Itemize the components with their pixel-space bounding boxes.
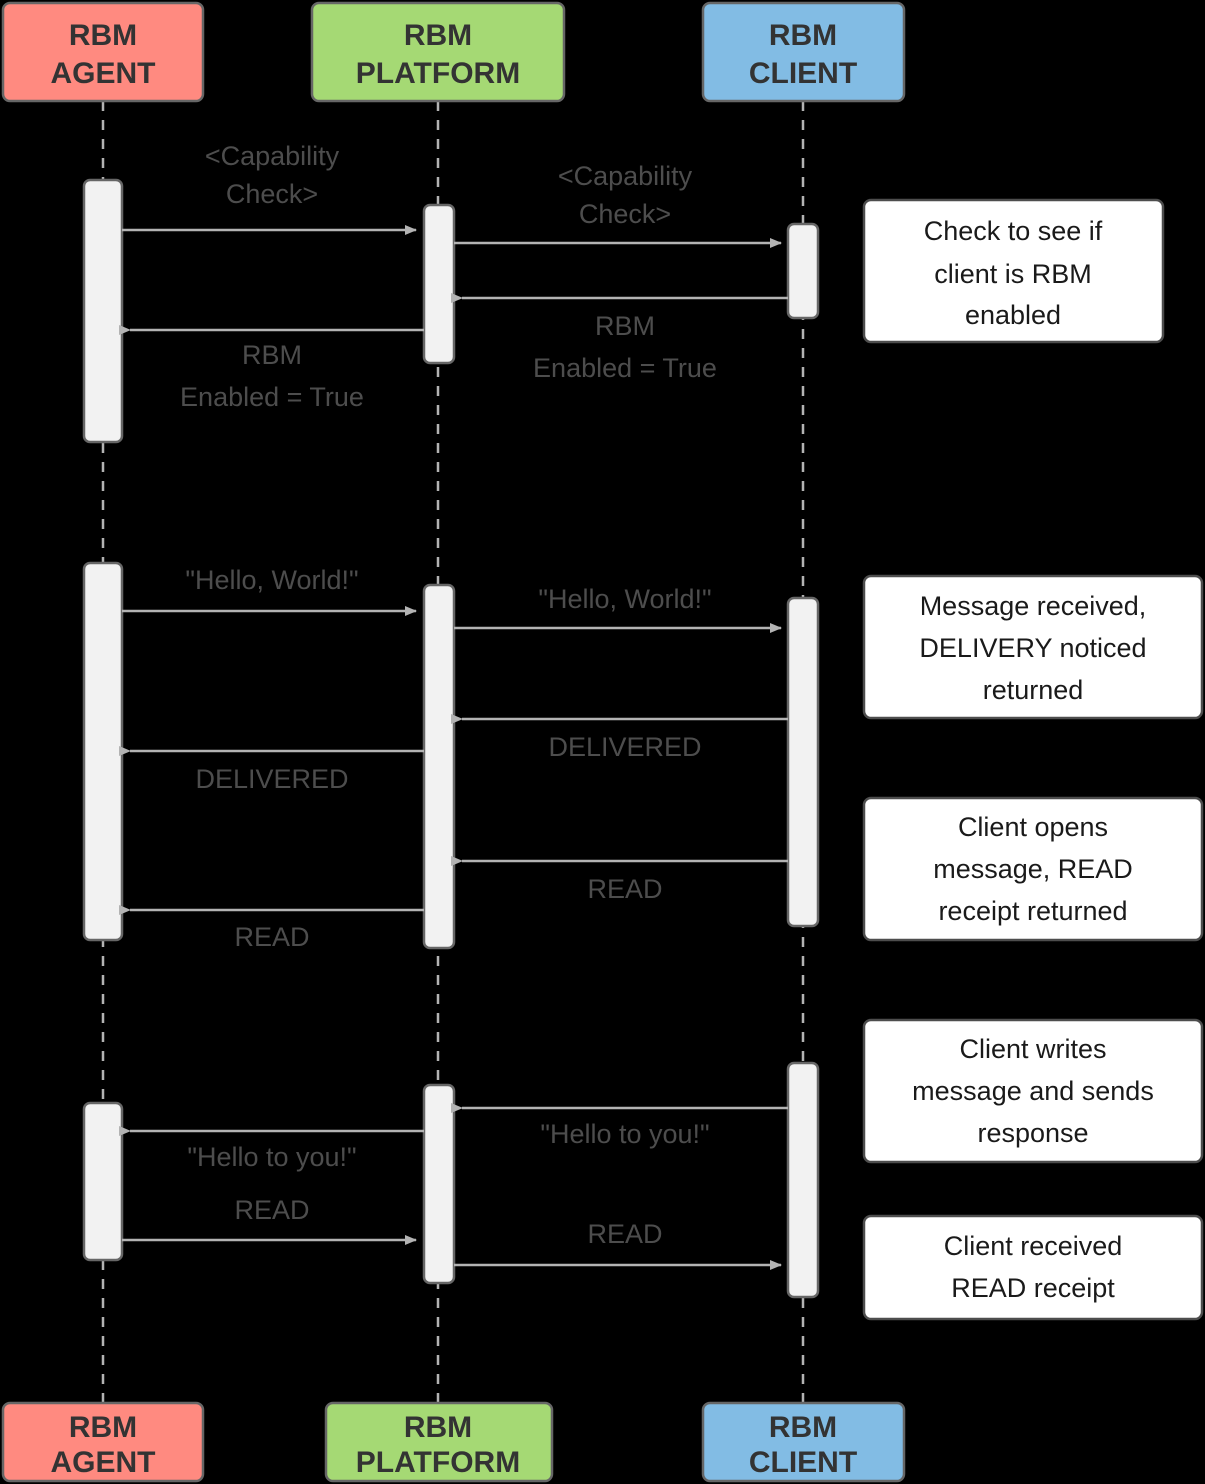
note-n2-line3: returned (983, 675, 1084, 705)
note-n4-line1: Client writes (959, 1034, 1106, 1064)
message-m8[interactable]: DELIVERED (119, 746, 424, 794)
note-n1-box[interactable] (862, 198, 1165, 344)
message-m11-label: "Hello to you!" (540, 1119, 709, 1149)
lane-header-platform[interactable]: RBM PLATFORM (310, 1, 566, 103)
note-n3-line1: Client opens (958, 812, 1108, 842)
message-m1[interactable]: <Capability Check> (122, 141, 417, 235)
message-m5-label: "Hello, World!" (185, 565, 358, 595)
lane-header-platform-box[interactable] (310, 1, 566, 103)
message-m12-label: "Hello to you!" (187, 1142, 356, 1172)
activation-bar-client-2 (786, 596, 820, 928)
lane-footer-platform-line2: PLATFORM (356, 1446, 520, 1479)
note-n1-line3: enabled (965, 300, 1061, 330)
note-n1-line2: client is RBM (934, 259, 1092, 289)
note-n4-box[interactable] (862, 1018, 1204, 1164)
message-m4-label-line1: RBM (242, 340, 302, 370)
message-m5[interactable]: "Hello, World!" (122, 565, 417, 616)
lane-header-client-line2: CLIENT (749, 57, 857, 90)
message-m11[interactable]: "Hello to you!" (451, 1103, 788, 1149)
note-n1[interactable]: Check to see if client is RBM enabled (862, 198, 1165, 344)
note-n5-line2: READ receipt (951, 1273, 1115, 1303)
lane-header-platform-line2: PLATFORM (356, 57, 520, 90)
activation-bar-agent-3 (82, 1101, 124, 1262)
activation-bar-platform-1 (422, 203, 456, 365)
note-n4-line3: response (977, 1118, 1088, 1148)
note-n2-line1: Message received, (920, 591, 1147, 621)
message-m7-label: DELIVERED (548, 732, 701, 762)
message-m2[interactable]: <Capability Check> (454, 161, 782, 248)
activation-bars-group (82, 178, 820, 1299)
note-n3-line2: message, READ (933, 854, 1133, 884)
message-m14-label: READ (587, 1219, 662, 1249)
message-m6-label: "Hello, World!" (538, 584, 711, 614)
note-n4[interactable]: Client writes message and sends response (862, 1018, 1204, 1164)
lane-footer-client[interactable]: RBM CLIENT (701, 1401, 906, 1483)
lane-header-agent-line2: AGENT (51, 57, 156, 90)
note-n3[interactable]: Client opens message, READ receipt retur… (862, 796, 1204, 942)
message-m4[interactable]: RBM Enabled = True (119, 325, 424, 412)
message-m3[interactable]: RBM Enabled = True (451, 293, 788, 383)
note-n4-line2: message and sends (912, 1076, 1154, 1106)
note-n5[interactable]: Client received READ receipt (862, 1214, 1204, 1321)
lane-header-client[interactable]: RBM CLIENT (701, 1, 906, 103)
message-m14[interactable]: READ (454, 1219, 782, 1270)
message-m13-label: READ (234, 1195, 309, 1225)
note-n3-line3: receipt returned (938, 896, 1127, 926)
message-m10-label: READ (234, 922, 309, 952)
lane-header-agent[interactable]: RBM AGENT (1, 1, 205, 103)
lane-footer-platform[interactable]: RBM PLATFORM (324, 1401, 554, 1483)
lane-footer-agent-box[interactable] (1, 1401, 205, 1483)
activation-bar-platform-3 (422, 1083, 456, 1285)
lane-header-client-box[interactable] (701, 1, 906, 103)
message-m1-label-line2: Check> (226, 179, 318, 209)
lane-header-client-line1: RBM (769, 19, 837, 52)
lane-footer-agent-line2: AGENT (51, 1446, 156, 1479)
lane-header-agent-box[interactable] (1, 1, 205, 103)
activation-bar-client-3 (786, 1061, 820, 1299)
note-n2-box[interactable] (862, 574, 1204, 720)
message-m10[interactable]: READ (119, 905, 424, 952)
message-m4-label-line2: Enabled = True (180, 382, 364, 412)
message-m2-label-line2: Check> (579, 199, 671, 229)
message-m8-label: DELIVERED (195, 764, 348, 794)
message-m3-label-line2: Enabled = True (533, 353, 717, 383)
note-n5-box[interactable] (862, 1214, 1204, 1321)
lane-header-agent-line1: RBM (69, 19, 137, 52)
message-m12[interactable]: "Hello to you!" (119, 1126, 424, 1172)
message-m3-label-line1: RBM (595, 311, 655, 341)
lane-footer-agent-line1: RBM (69, 1411, 137, 1444)
activation-bar-agent-2 (82, 561, 124, 942)
message-m7[interactable]: DELIVERED (451, 714, 788, 762)
note-n2[interactable]: Message received, DELIVERY noticed retur… (862, 574, 1204, 720)
lane-footer-client-box[interactable] (701, 1401, 906, 1483)
message-m6[interactable]: "Hello, World!" (454, 584, 782, 633)
message-m13[interactable]: READ (122, 1195, 417, 1245)
activation-bar-platform-2 (422, 583, 456, 950)
lane-footer-platform-line1: RBM (404, 1411, 472, 1444)
message-m2-label-line1: <Capability (558, 161, 693, 191)
note-n1-line1: Check to see if (924, 216, 1103, 246)
note-n5-line1: Client received (944, 1231, 1123, 1261)
lane-footer-client-line1: RBM (769, 1411, 837, 1444)
message-m9-label: READ (587, 874, 662, 904)
activation-bar-client-1 (786, 222, 820, 320)
message-m1-label-line1: <Capability (205, 141, 340, 171)
lane-footer-agent[interactable]: RBM AGENT (1, 1401, 205, 1483)
lane-footer-client-line2: CLIENT (749, 1446, 857, 1479)
note-n3-box[interactable] (862, 796, 1204, 942)
lane-footer-platform-box[interactable] (324, 1401, 554, 1483)
note-n2-line2: DELIVERY noticed (919, 633, 1146, 663)
activation-bar-agent-1 (82, 178, 124, 444)
message-m9[interactable]: READ (451, 856, 788, 904)
lane-header-platform-line1: RBM (404, 19, 472, 52)
